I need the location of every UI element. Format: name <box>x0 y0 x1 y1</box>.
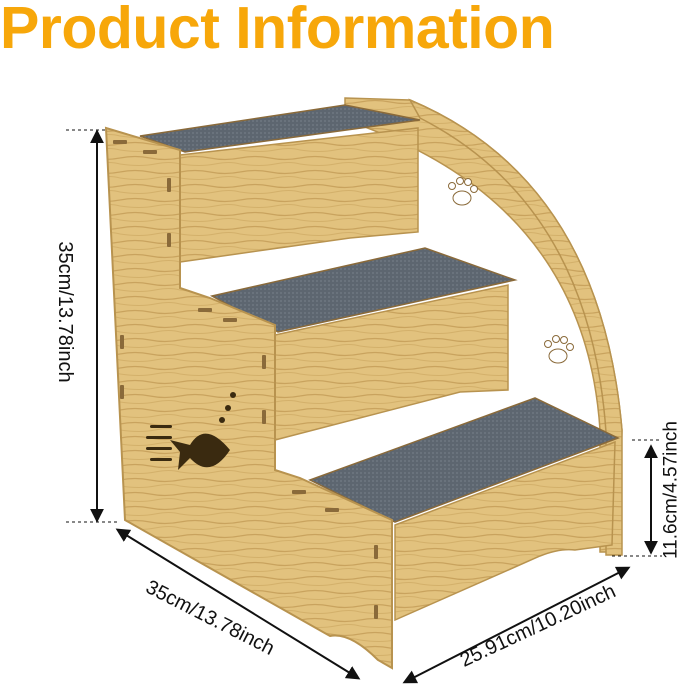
height-dimension-label: 35cm/13.78inch <box>54 241 76 383</box>
page-title: Product Information <box>0 0 555 61</box>
fish-icon <box>146 392 236 470</box>
paw-icon <box>544 335 574 364</box>
step-height-dimension-label: 11.6cm/4.57inch <box>660 420 682 560</box>
arrow-icon <box>90 129 658 684</box>
paw-icon <box>448 177 478 206</box>
